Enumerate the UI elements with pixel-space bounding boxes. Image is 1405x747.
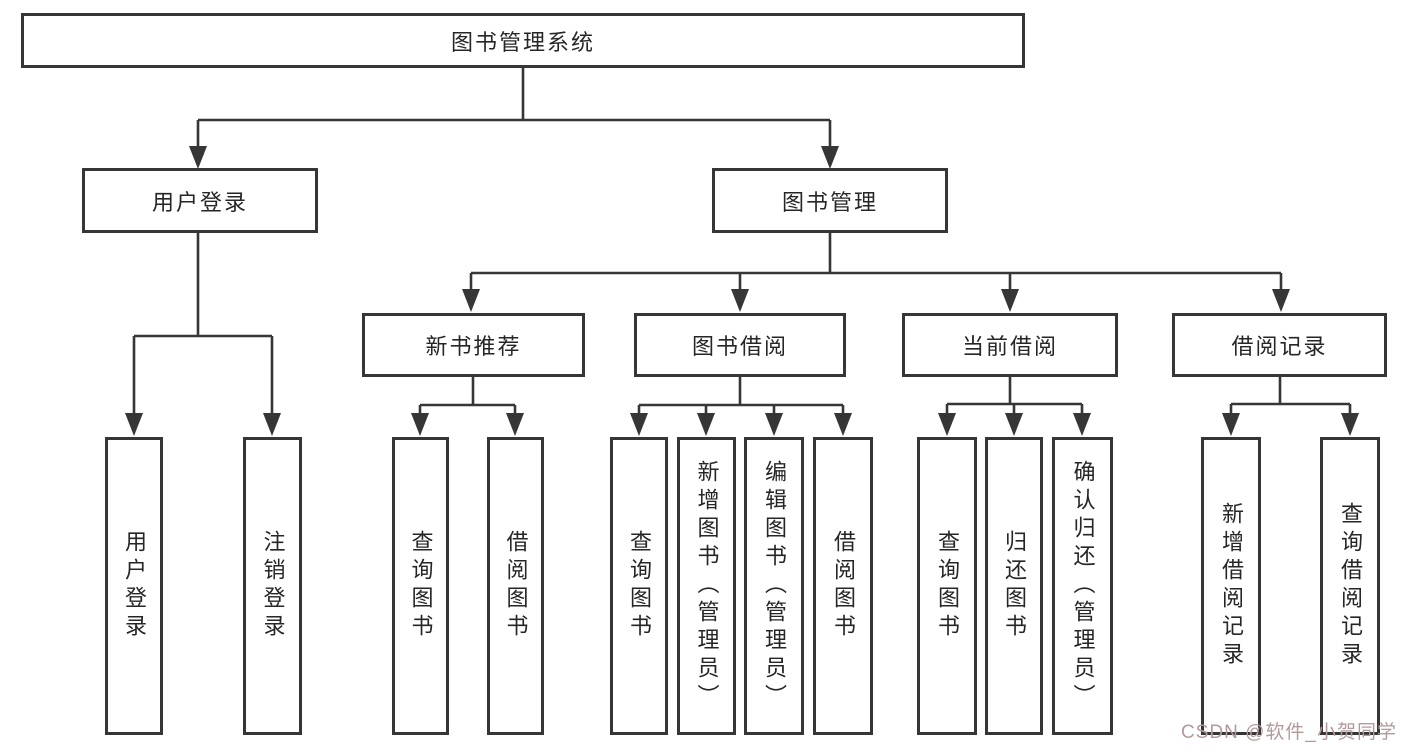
node-label: 查询图书 [627, 530, 652, 642]
leaf-borrow-books: 借阅图书 [813, 437, 873, 735]
node-label: 图书管理 [781, 189, 878, 215]
node-label: 新书推荐 [425, 334, 522, 359]
leaf-add-books-admin: 新增图书（管理员） [677, 437, 736, 735]
leaf-add-borrow-record: 新增借阅记录 [1201, 437, 1261, 735]
node-label: 新增图书（管理员） [694, 460, 720, 712]
leaf-user-login: 用户登录 [105, 437, 163, 735]
node-label: 确认归还（管理员） [1070, 460, 1096, 712]
node-borrowing-records: 借阅记录 [1172, 313, 1387, 377]
leaf-query-books-recommend: 查询图书 [392, 437, 449, 735]
leaf-return-books: 归还图书 [985, 437, 1043, 735]
leaf-query-books-current: 查询图书 [917, 437, 977, 735]
node-label: 编辑图书（管理员） [762, 460, 787, 712]
node-label: 借阅记录 [1231, 334, 1328, 359]
node-label: 新增借阅记录 [1219, 502, 1244, 670]
node-label: 查询图书 [408, 530, 434, 642]
node-label: 用户登录 [122, 530, 147, 642]
node-label: 查询图书 [935, 530, 960, 642]
leaf-query-borrow-record: 查询借阅记录 [1320, 437, 1380, 735]
leaf-confirm-return-admin: 确认归还（管理员） [1052, 437, 1113, 735]
node-label: 图书管理系统 [450, 29, 595, 55]
node-label: 当前借阅 [961, 334, 1058, 359]
node-label: 借阅图书 [831, 530, 856, 642]
leaf-edit-books-admin: 编辑图书（管理员） [744, 437, 804, 735]
csdn-watermark: CSDN @软件_小贺同学 [1181, 722, 1397, 743]
node-new-book-recommendation: 新书推荐 [362, 313, 585, 377]
node-label: 查询借阅记录 [1338, 502, 1363, 670]
leaf-query-books-borrow: 查询图书 [610, 437, 668, 735]
node-label: 借阅图书 [503, 530, 529, 642]
node-label: 注销登录 [260, 530, 286, 642]
leaf-logout: 注销登录 [243, 437, 302, 735]
node-label: 用户登录 [151, 189, 248, 215]
node-book-borrowing: 图书借阅 [634, 313, 846, 377]
leaf-borrow-books-recommend: 借阅图书 [487, 437, 544, 735]
node-user-login-group: 用户登录 [82, 168, 318, 233]
node-label: 归还图书 [1002, 530, 1027, 642]
node-book-management-group: 图书管理 [712, 168, 948, 233]
node-library-management-system: 图书管理系统 [21, 13, 1025, 68]
node-current-borrowing: 当前借阅 [902, 313, 1118, 377]
node-label: 图书借阅 [691, 334, 788, 359]
